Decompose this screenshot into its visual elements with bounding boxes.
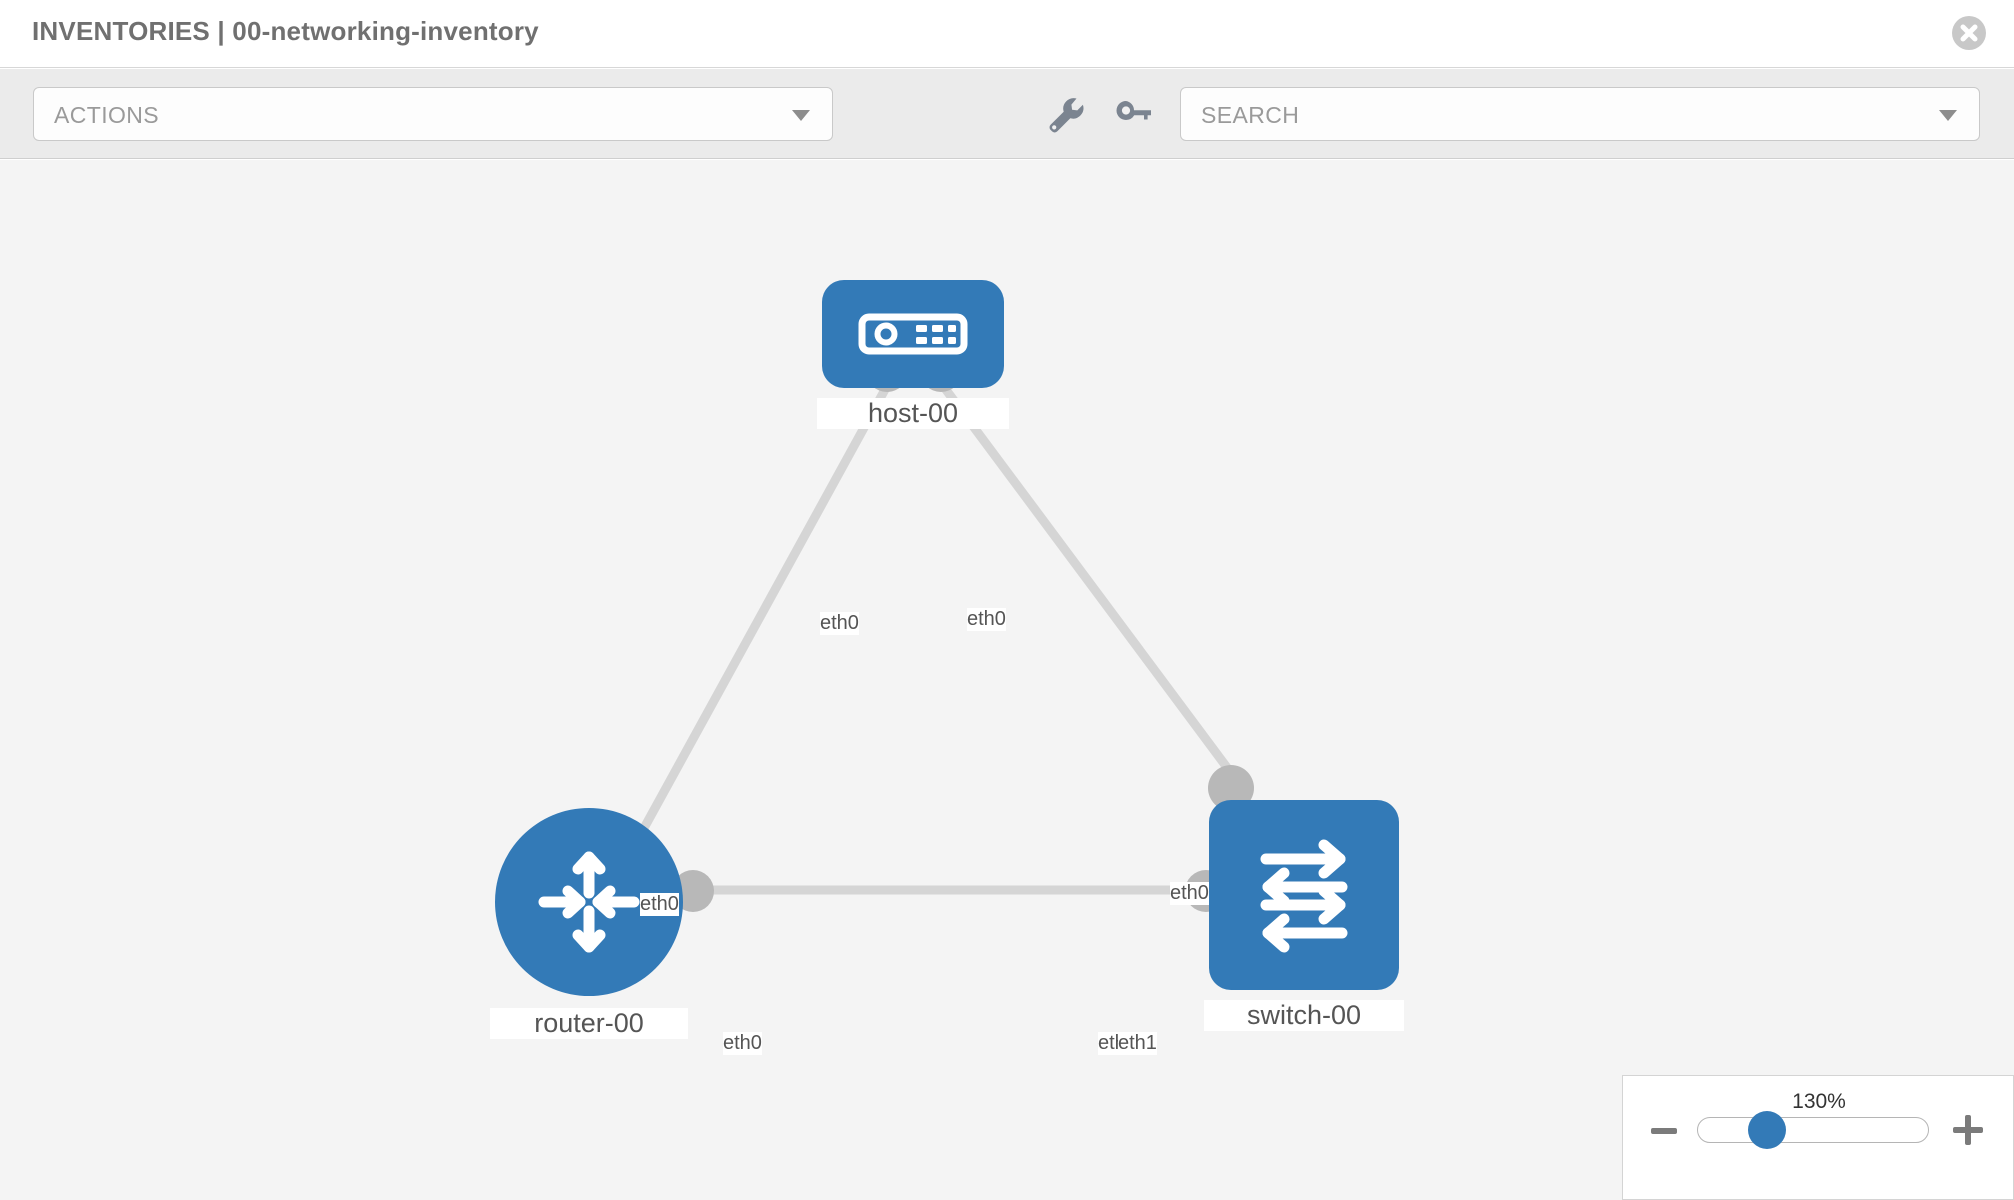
node-host-00[interactable]: host-00 bbox=[817, 280, 1009, 430]
search-placeholder: SEARCH bbox=[1201, 102, 1300, 128]
node-label-router-00: router-00 bbox=[490, 1008, 688, 1039]
page-header: INVENTORIES | 00-networking-inventory bbox=[0, 0, 2014, 68]
node-router-00[interactable]: router-00 bbox=[490, 808, 688, 1039]
node-switch-00[interactable]: switch-00 bbox=[1204, 800, 1404, 1032]
link-host-switch bbox=[931, 372, 1244, 788]
topology-canvas[interactable]: host-00 eth0 eth0 bbox=[0, 160, 2014, 1200]
zoom-in-button[interactable] bbox=[1953, 1115, 1983, 1145]
page-title: INVENTORIES | 00-networking-inventory bbox=[32, 16, 539, 46]
topology-links bbox=[606, 372, 1250, 895]
zoom-slider-thumb[interactable] bbox=[1748, 1111, 1786, 1149]
close-icon[interactable] bbox=[1952, 16, 1986, 50]
wrench-icon[interactable] bbox=[1040, 91, 1086, 137]
key-icon[interactable] bbox=[1108, 91, 1154, 137]
port-label-switch-eth1: eth1 bbox=[1118, 1032, 1157, 1055]
port-label-host-eth0-left: eth0 bbox=[820, 612, 859, 635]
node-shape-router[interactable] bbox=[495, 808, 683, 996]
zoom-out-button[interactable] bbox=[1651, 1128, 1677, 1134]
actions-dropdown-label: ACTIONS bbox=[54, 102, 160, 128]
node-shape-host[interactable] bbox=[822, 280, 1004, 388]
search-input[interactable]: SEARCH bbox=[1180, 87, 1980, 141]
port-label-host-eth0-right: eth0 bbox=[967, 608, 1006, 631]
chevron-down-icon bbox=[792, 110, 810, 121]
port-label-router-eth0-up: eth0 bbox=[640, 893, 679, 916]
link-host-router bbox=[606, 372, 897, 893]
switch-arrows-icon bbox=[1260, 839, 1348, 953]
zoom-control-panel: 130% bbox=[1622, 1075, 2014, 1200]
router-arrows-icon bbox=[538, 851, 640, 953]
actions-dropdown[interactable]: ACTIONS bbox=[33, 87, 833, 141]
node-label-host-00: host-00 bbox=[817, 398, 1009, 429]
node-label-switch-00: switch-00 bbox=[1204, 1000, 1404, 1031]
chevron-down-icon bbox=[1939, 110, 1957, 121]
port-label-router-eth0-right: eth0 bbox=[723, 1032, 762, 1055]
toolbar: ACTIONS SEARCH bbox=[0, 69, 2014, 159]
zoom-slider-track[interactable] bbox=[1697, 1117, 1929, 1143]
server-icon bbox=[858, 313, 968, 355]
port-label-switch-eth0-up: eth0 bbox=[1170, 882, 1209, 905]
zoom-level-value: 130% bbox=[1792, 1090, 1846, 1113]
node-shape-switch[interactable] bbox=[1209, 800, 1399, 990]
